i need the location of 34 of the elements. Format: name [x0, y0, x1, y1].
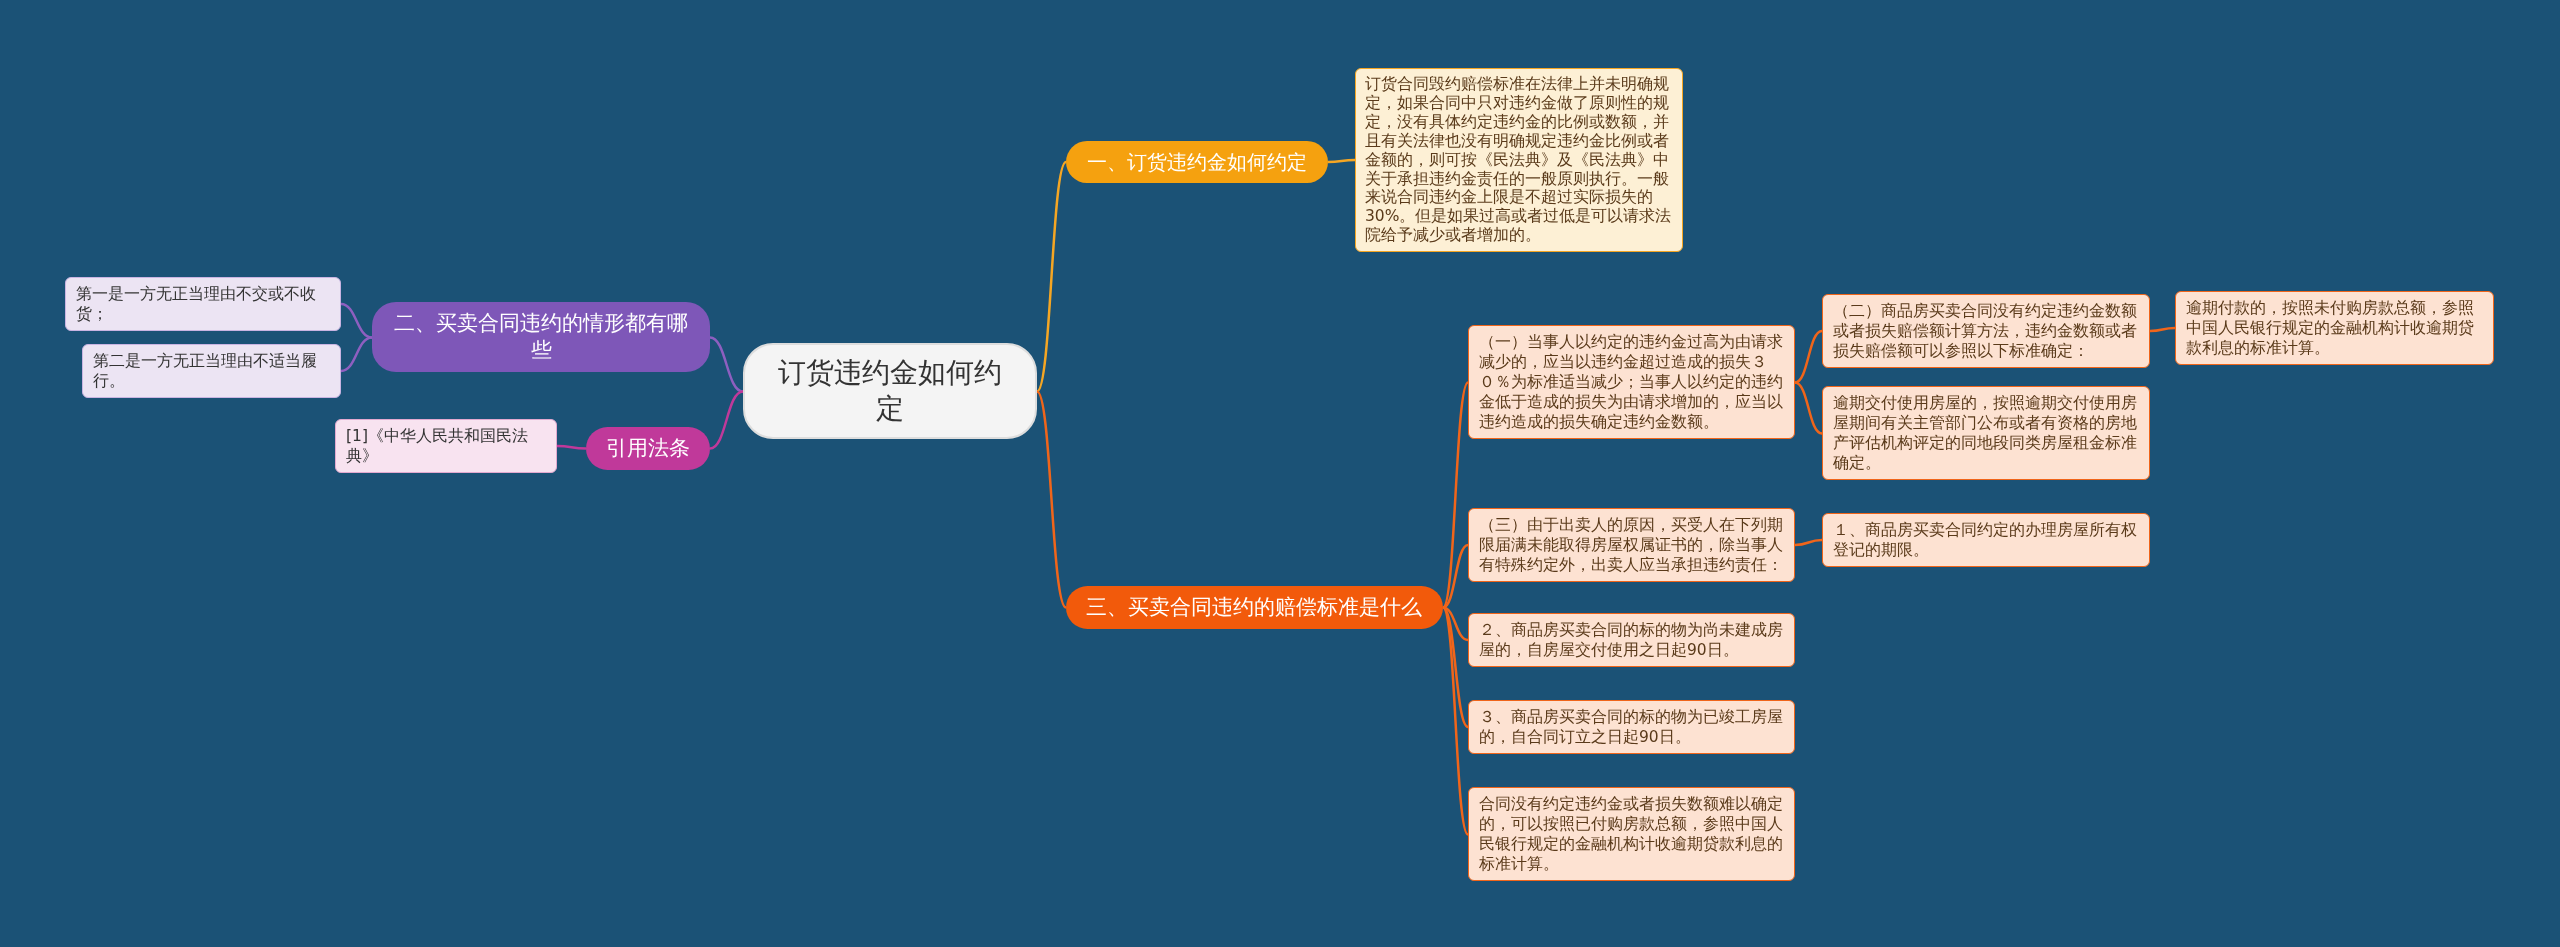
subtopic-box: 逾期付款的，按照未付购房款总额，参照中国人民银行规定的金融机构计收逾期贷款利息的标准计算。	[2175, 291, 2494, 366]
connector-line	[340, 302, 373, 339]
connector-line	[1442, 606, 1469, 728]
connector-line	[1328, 158, 1355, 164]
subtopic-box: （一）当事人以约定的违约金过高为由请求减少的，应当以违约金超过造成的损失３０％为标准适当减少；当事人以约定的违约金低于造成的损失为由请求增加的，应当以违约造成的损失确定违约金数额。	[1468, 324, 1795, 440]
note-box: 订货合同毁约赔偿标准在法律上并未明确规定，如果合同中只对违约金做了原则性的规定，没有具体约定违约金的比例或数额，并且有关法律也没有明确规定违约金比例或者金额的，则可按《民法典》及《民法典》中关于承担违约金责任的一般原则执行。一般来说合同违约金上限是不超过实际损失的30%。但是如果过高或者过低是可以请求法院给予减少或者增加的。	[1355, 68, 1683, 253]
central-topic: 订货违约金如何约定	[743, 342, 1037, 440]
subtopic-box: 逾期交付使用房屋的，按照逾期交付使用房屋期间有关主管部门公布或者有资格的房地产评估机构评定的同地段同类房屋租金标准确定。	[1822, 385, 2150, 481]
connector-line	[1441, 381, 1470, 609]
subtopic-box: ３、商品房买卖合同的标的物为已竣工房屋的，自合同订立之日起90日。	[1468, 700, 1795, 755]
subtopic-box: 合同没有约定违约金或者损失数额难以确定的，可以按照已付购房款总额，参照中国人民银行规定的金融机构计收逾期贷款利息的标准计算。	[1468, 786, 1795, 882]
branch-topic: 一、订货违约金如何约定	[1066, 141, 1328, 183]
connector-line	[1442, 543, 1469, 609]
connector-line	[1036, 390, 1067, 609]
connector-line	[709, 336, 744, 393]
subtopic-box: [1]《中华人民共和国民法典》	[335, 419, 557, 474]
subtopic-box: （三）由于出卖人的原因，买受人在下列期限届满未能取得房屋权属证书的，除当事人有特殊约定外，出卖人应当承担违约责任：	[1468, 508, 1795, 583]
connector-line	[340, 336, 373, 373]
connector-line	[2149, 326, 2176, 333]
subtopic-box: 第一是一方无正当理由不交或不收货；	[65, 277, 341, 332]
connector-line	[1036, 161, 1067, 393]
connector-line	[1441, 606, 1470, 836]
connector-line	[1794, 538, 1823, 547]
branch-topic: 二、买卖合同违约的情形都有哪些	[372, 301, 710, 373]
connector-line	[557, 444, 586, 450]
connector-line	[1794, 329, 1823, 384]
subtopic-box: ２、商品房买卖合同的标的物为尚未建成房屋的，自房屋交付使用之日起90日。	[1468, 613, 1795, 668]
subtopic-box: １、商品房买卖合同约定的办理房屋所有权登记的期限。	[1822, 513, 2150, 568]
subtopic-box: （二）商品房买卖合同没有约定违约金数额或者损失赔偿额计算方法，违约金数额或者损失赔偿额可以参照以下标准确定：	[1822, 294, 2150, 369]
branch-topic: 引用法条	[586, 426, 710, 470]
connector-line	[1794, 381, 1823, 435]
connector-line	[709, 390, 744, 450]
subtopic-box: 第二是一方无正当理由不适当履行。	[82, 344, 341, 399]
branch-topic: 三、买卖合同违约的赔偿标准是什么	[1066, 585, 1443, 629]
